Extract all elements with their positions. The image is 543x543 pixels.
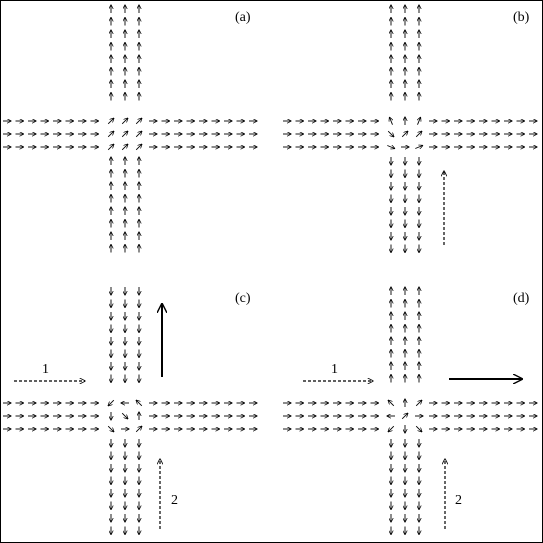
panel-a: (a): [3, 5, 257, 253]
spin-arrow-c-99: [108, 399, 115, 406]
spin-arrow-d-105: [415, 400, 422, 407]
spin-arrow-c-103: [121, 412, 128, 419]
panel-d: (d) 1 2: [283, 287, 537, 535]
spin-arrows-d: [283, 287, 537, 535]
spin-arrow-d-107: [415, 425, 422, 432]
arrow-label-2-d: 2: [455, 493, 462, 508]
spin-arrow-d-103: [401, 413, 408, 420]
arrow-label-2-c: 2: [171, 493, 178, 508]
panel-c: (c) 1 2: [3, 287, 257, 535]
spin-arrow-b-100: [387, 130, 394, 137]
spin-arrow-a-104: [121, 144, 128, 151]
spin-arrow-a-103: [121, 131, 128, 138]
spin-arrow-a-100: [107, 131, 114, 138]
spin-arrow-c-101: [107, 425, 114, 432]
panel-label-b: (b): [513, 10, 530, 25]
spin-arrow-a-99: [107, 118, 114, 125]
spin-arrow-a-107: [135, 144, 142, 151]
spin-arrow-b-103: [401, 131, 408, 138]
spin-arrow-b-106: [415, 131, 422, 138]
spin-arrow-a-105: [135, 118, 142, 125]
spin-arrow-b-99: [390, 117, 393, 125]
panel-label-a: (a): [235, 10, 251, 25]
spin-arrow-a-101: [107, 144, 114, 151]
spin-arrow-b-107: [415, 146, 422, 149]
spin-arrow-d-99: [388, 400, 395, 407]
spin-arrows-c: [3, 287, 257, 535]
spin-arrow-c-107: [135, 426, 142, 433]
spin-arrow-b-105: [418, 117, 421, 125]
spin-arrow-d-101: [388, 425, 395, 432]
spin-arrows-b: [283, 5, 537, 253]
arrow-label-1-c: 1: [42, 362, 49, 377]
spin-arrows-a: [3, 5, 257, 253]
panel-label-d: (d): [513, 291, 530, 306]
spin-arrow-c-105: [136, 400, 143, 407]
spin-arrow-a-102: [121, 118, 128, 125]
panel-b: (b): [283, 5, 537, 253]
arrow-label-1-d: 1: [331, 362, 338, 377]
panel-label-c: (c): [235, 291, 251, 306]
spin-arrow-a-106: [135, 131, 142, 138]
spin-arrow-b-101: [387, 146, 394, 149]
